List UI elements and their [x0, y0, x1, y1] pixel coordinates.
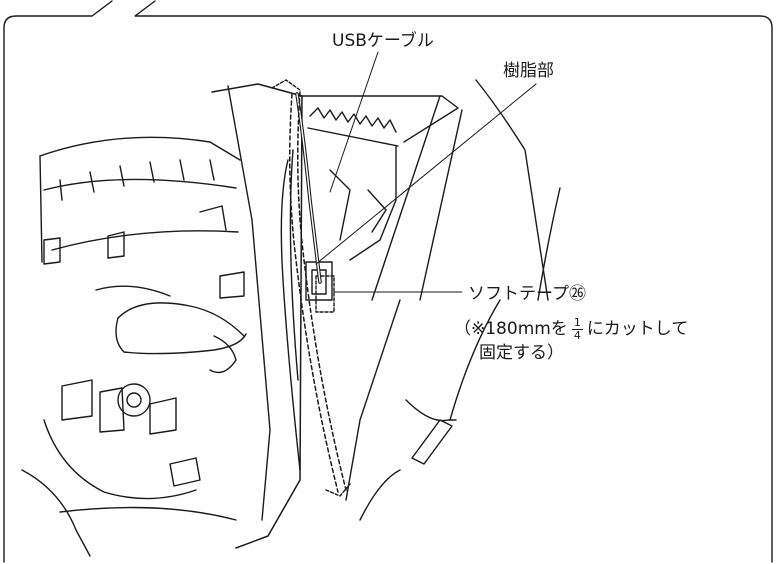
diagram-frame [3, 0, 773, 563]
fraction-numerator: 1 [571, 316, 583, 330]
cut-note-prefix: （※180mmを [454, 319, 568, 340]
fix-note-label: 固定する） [479, 343, 564, 363]
cut-note-suffix: にカットして [586, 319, 689, 340]
soft-tape [315, 275, 335, 313]
soft-tape-label: ソフトテープ㉖ [468, 284, 586, 304]
resin-part-label: 樹脂部 [503, 61, 554, 81]
meter-hood [39, 136, 241, 161]
leader-resin [315, 83, 537, 265]
usb-cable-label: USBケーブル [332, 31, 434, 51]
door-seal [309, 107, 397, 133]
a-pillar-trim [211, 83, 303, 549]
steering-column [117, 302, 245, 337]
resin-part [305, 261, 333, 301]
hidden-cable-route [289, 93, 339, 493]
fraction-denominator: 4 [573, 328, 581, 342]
leader-usb [329, 51, 379, 193]
vent-slot [411, 419, 453, 465]
